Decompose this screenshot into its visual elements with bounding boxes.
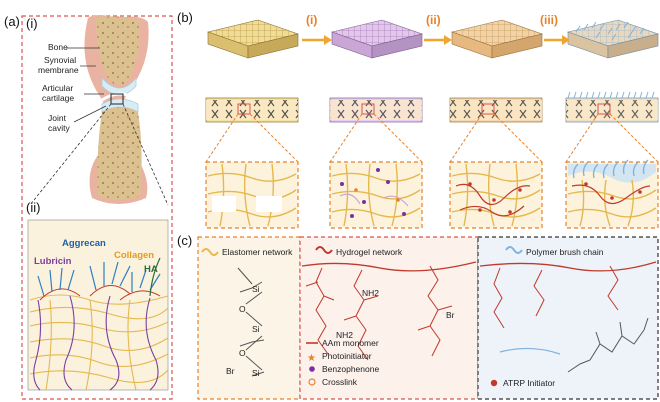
legend-photo: Photoinitiator [322,351,372,361]
brush-backbone-top [479,261,657,272]
brush-icon [505,246,523,254]
bone-lower [97,107,142,200]
cartilage-upper [101,76,137,96]
brush-hydrogel-chains [493,265,619,329]
label-o-1: O [239,304,246,314]
legend-aam: AAm monomer [322,338,379,348]
legend-atrp: ATRP Initiator [503,378,555,388]
label-nh2-2: NH2 [336,330,353,340]
scaffold-block-4 [566,19,660,59]
network-zoom-4 [565,159,659,229]
hydrogel-chains [305,265,453,361]
label-o-2: O [239,348,246,358]
legend-benzo-dot [309,366,315,372]
legend: AAm monomer ★ Photoinitiator Benzophenon… [306,338,379,387]
label-articular-2: cartilage [42,93,74,103]
panel-a-i-label: (i) [26,16,38,31]
zoom-lines-b [205,113,659,163]
hydrogel-section: Hydrogel network NH2 NH2 Br AAm monomer … [299,236,479,400]
legend-atrp-dot [490,379,498,387]
label-nh2-1: NH2 [362,288,379,298]
panel-b-label: (b) [177,10,193,25]
label-lubricin: Lubricin [34,256,72,267]
label-bone: Bone [48,42,68,52]
hydrogel-backbone-top [301,261,477,272]
panel-a-label: (a) [4,14,20,29]
label-articular-1: Articular [42,83,73,93]
elastomer-title: Elastomer network [222,247,293,257]
network-zoom-1 [205,161,299,229]
bone-upper [96,16,140,85]
label-aggrecan: Aggrecan [62,238,106,249]
cartilage-molecular-zoom: Aggrecan Collagen Lubricin HA [27,219,169,391]
step-arrow-1 [302,35,332,45]
step-arrow-2 [424,35,452,45]
scaffold-block-1 [206,19,300,59]
brush-section: Polymer brush chain ATRP Initiator [477,236,659,400]
hydrogel-title: Hydrogel network [336,247,403,257]
legend-benzo: Benzophenone [322,364,379,374]
label-collagen: Collagen [114,250,154,261]
cross-section-2 [329,97,423,123]
label-si-3: Si [252,368,260,378]
brush-texture [575,21,645,41]
legend-photo-star: ★ [307,353,316,364]
panel-a-ii-label: (ii) [26,200,40,215]
step-label-2: (ii) [426,13,441,27]
elastomer-section: Elastomer network Si O Si O Si Br [197,236,301,400]
label-si-1: Si [252,284,260,294]
cross-section-4 [565,91,659,123]
network-zoom-3 [449,161,543,229]
step-label-1: (i) [306,13,317,27]
ha-chain [149,257,161,297]
legend-cross-circle [308,378,316,386]
lubricin-chains [33,295,159,391]
label-si-2: Si [252,324,260,334]
step-label-3: (iii) [540,13,558,27]
brush-title: Polymer brush chain [526,247,604,257]
label-br-hydrogel: Br [446,310,455,320]
panel-c: (c) Elastomer network Si O Si O Si Br Hy… [177,233,659,400]
zoom-box [110,93,124,105]
label-br-elastomer: Br [226,366,235,376]
cross-section-1 [205,97,299,123]
elastomer-icon [201,248,219,256]
label-joint-1: Joint [48,113,67,123]
label-joint-2: cavity [48,123,70,133]
collagen-fibers [29,294,169,391]
label-synovial-1: Synovial [44,55,76,65]
panel-c-label: (c) [177,233,192,248]
hydrogel-icon [315,246,333,254]
cross-section-3 [449,97,543,123]
siloxane-chain [237,267,265,377]
joint-illustration [84,15,149,204]
legend-cross: Crosslink [322,377,358,387]
label-ha: HA [144,264,158,275]
brush-graft [567,317,649,373]
brush-chain-line [499,347,561,355]
panel-b: (b) (i) [177,10,660,229]
scaffold-block-2 [330,19,424,59]
step-arrow-3 [544,35,570,45]
panel-a: (a) (i) Bone Synovial membrane Articular… [4,14,173,400]
network-zoom-2 [329,161,423,229]
label-synovial-2: membrane [38,65,79,75]
scaffold-block-3 [450,19,544,59]
